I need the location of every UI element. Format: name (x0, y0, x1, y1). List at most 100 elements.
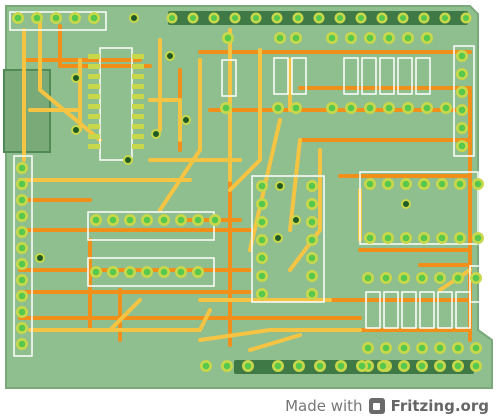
pad-center (14, 14, 22, 22)
pad-center (294, 14, 302, 22)
pad-center (274, 362, 282, 370)
pad-center (109, 268, 117, 276)
pad-center (177, 216, 185, 224)
pad-center (400, 274, 408, 282)
pad-center (366, 234, 374, 242)
pad-center (18, 260, 26, 268)
via (71, 73, 81, 83)
pad-center (438, 234, 446, 242)
fritzing-brand: Fritzing.org (390, 397, 489, 415)
pad-center (222, 104, 230, 112)
via (151, 129, 161, 139)
silk-box (437, 291, 453, 329)
silk-box (453, 45, 475, 157)
pad-center (472, 274, 480, 282)
ic-pin (132, 74, 144, 79)
pad-center (33, 14, 41, 22)
pad-center (438, 180, 446, 188)
pad-center (189, 14, 197, 22)
pad-center (273, 14, 281, 22)
pad-center (143, 268, 151, 276)
yellow-trace (248, 333, 302, 352)
silk-box (415, 57, 431, 95)
yellow-trace (288, 138, 302, 232)
pad-center (18, 196, 26, 204)
yellow-trace (198, 328, 362, 342)
pad-center (168, 14, 176, 22)
pad-center (420, 14, 428, 22)
pad-center (315, 14, 323, 22)
via (291, 215, 301, 225)
pad-center (308, 218, 316, 226)
pad-center (378, 14, 386, 22)
pad-center (454, 344, 462, 352)
silk-box (291, 57, 307, 95)
pad-center (109, 216, 117, 224)
pad-center (224, 34, 232, 42)
via (129, 13, 139, 23)
fritzing-logo-icon (368, 398, 385, 414)
silk-box (455, 291, 471, 329)
via (123, 155, 133, 165)
pad-center (223, 362, 231, 370)
component-pads (12, 12, 484, 372)
pad-center (258, 290, 266, 298)
ic-pin (132, 114, 144, 119)
yellow-trace (108, 298, 142, 332)
pad-center (458, 142, 466, 150)
pad-center (52, 14, 60, 22)
pad-center (382, 344, 390, 352)
ic-pin (88, 104, 100, 109)
pad-center (366, 104, 374, 112)
pad-center (385, 34, 393, 42)
silk-box (343, 57, 359, 95)
silk-box (419, 291, 435, 329)
pad-center (382, 274, 390, 282)
pad-center (364, 274, 372, 282)
pad-center (402, 180, 410, 188)
orange-trace (58, 24, 152, 68)
pad-center (442, 104, 450, 112)
pad-center (385, 104, 393, 112)
silk-box (365, 291, 381, 329)
pad-center (454, 362, 462, 370)
pad-center (418, 274, 426, 282)
pad-center (258, 200, 266, 208)
pad-center (436, 344, 444, 352)
pad-center (458, 70, 466, 78)
pad-center (472, 362, 480, 370)
pad-center (458, 124, 466, 132)
made-with-label: Made with (285, 397, 363, 415)
pad-center (258, 272, 266, 280)
pad-center (399, 14, 407, 22)
pad-center (436, 274, 444, 282)
pad-center (384, 180, 392, 188)
pad-center (231, 14, 239, 22)
silk-box (469, 265, 483, 303)
ic-pin (88, 144, 100, 149)
silk-box (87, 211, 215, 241)
pad-center (160, 268, 168, 276)
pad-center (474, 234, 482, 242)
pad-center (402, 234, 410, 242)
pad-center (379, 362, 387, 370)
pad-center (194, 216, 202, 224)
pad-center (210, 14, 218, 22)
pad-center (18, 276, 26, 284)
vias (35, 13, 411, 263)
ic-pin (88, 64, 100, 69)
yellow-trace (228, 48, 262, 192)
pad-center (92, 216, 100, 224)
pad-center (420, 180, 428, 188)
pad-center (347, 104, 355, 112)
via (401, 199, 411, 209)
silk-box (361, 57, 377, 95)
via (181, 115, 191, 125)
pad-center (308, 254, 316, 262)
pad-center (441, 14, 449, 22)
pcb-board (3, 5, 493, 389)
via (275, 181, 285, 191)
pad-center (454, 274, 462, 282)
ic-pin (88, 124, 100, 129)
pad-center (458, 52, 466, 60)
